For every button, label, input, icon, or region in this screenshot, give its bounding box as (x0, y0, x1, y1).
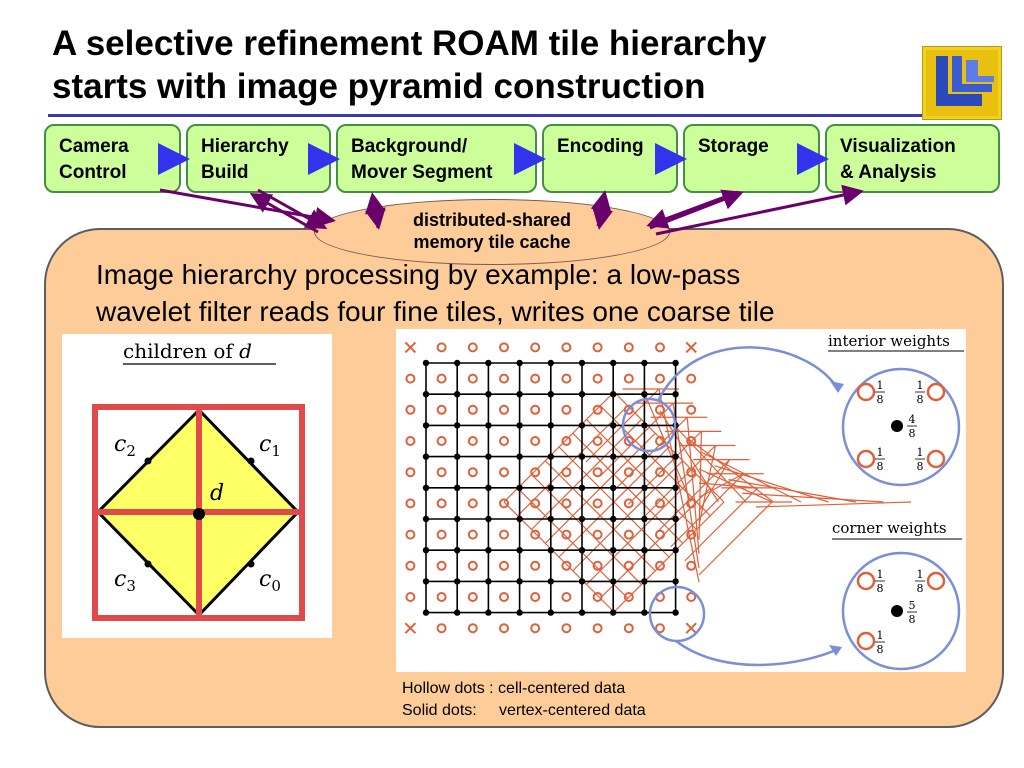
center-vertex-d (193, 508, 205, 520)
iw-tl-den: 8 (877, 393, 884, 406)
legend-hollow-dots: Hollow dots : cell-centered data (402, 680, 626, 697)
cache-arrow-storage-out (649, 189, 744, 230)
iw-center-den: 8 (909, 427, 916, 440)
interior-weights-title: interior weights (828, 332, 950, 350)
cw-tr-num: 1 (917, 568, 924, 581)
dot-legend: Hollow dots : cell-centered data Solid d… (402, 678, 646, 722)
cw-tl-den: 8 (877, 582, 884, 595)
label-c3: c3 (114, 567, 136, 595)
step-encoding: Encoding (542, 124, 678, 193)
slide-title: A selective refinement ROAM tile hierarc… (52, 22, 912, 108)
step-camera-control: Camera Control (44, 124, 181, 193)
iw-tr-num: 1 (917, 379, 924, 392)
iw-bl-num: 1 (877, 446, 884, 459)
cw-center-num: 5 (909, 599, 916, 612)
iw-tl-num: 1 (877, 379, 884, 392)
title-line-2: starts with image pyramid construction (52, 67, 706, 106)
cw-tl-num: 1 (877, 568, 884, 581)
iw-center-num: 4 (909, 413, 916, 426)
label-c1: c1 (259, 432, 281, 460)
cw-tr-den: 8 (917, 582, 924, 595)
iw-bl-den: 8 (877, 460, 884, 473)
cache-arrow-encoding-up (590, 190, 612, 227)
panel-caption: Image hierarchy processing by example: a… (96, 256, 956, 330)
cache-arrow-hierarchy-in (249, 193, 319, 234)
iw-tr-den: 8 (917, 393, 924, 406)
cw-center-den: 8 (909, 613, 916, 626)
children-figure: children of d c2 c1 d c3 c0 (62, 334, 332, 638)
cache-arrow-segment-up (365, 192, 386, 229)
grid-dots (404, 341, 697, 634)
legend-solid-dots: Solid dots: vertex-centered data (402, 702, 646, 719)
iw-br-den: 8 (917, 460, 924, 473)
title-line-1: A selective refinement ROAM tile hierarc… (52, 24, 767, 63)
step-visualization-analysis: Visualization & Analysis (825, 124, 1000, 193)
cache-label-line-1: distributed-shared (412, 210, 572, 230)
caption-line-2: wavelet filter reads four fine tiles, wr… (96, 296, 775, 327)
cw-bl-num: 1 (877, 629, 884, 642)
coarse-tile-grid (503, 388, 912, 613)
label-c0: c0 (259, 567, 281, 595)
label-d: d (210, 481, 224, 506)
title-underline (48, 114, 970, 117)
corner-weights-title: corner weights (832, 519, 947, 537)
interior-lens (621, 397, 677, 453)
cache-arrow-visualization (655, 184, 864, 236)
wavelet-grid-svg: interior weights 1 8 1 8 4 8 1 8 1 8 cor… (404, 332, 964, 671)
cw-bl-den: 8 (877, 643, 884, 656)
caption-line-1: Image hierarchy processing by example: a… (96, 259, 741, 290)
step-background-mover-segment: Background/ Mover Segment (336, 124, 537, 193)
llnl-logo (922, 46, 1002, 120)
children-figure-title: children of d (123, 339, 252, 363)
label-c2: c2 (114, 432, 136, 460)
cache-label-line-2: memory tile cache (413, 232, 571, 252)
iw-br-num: 1 (917, 446, 924, 459)
wavelet-grid-figure: interior weights 1 8 1 8 4 8 1 8 1 8 cor… (396, 329, 966, 672)
